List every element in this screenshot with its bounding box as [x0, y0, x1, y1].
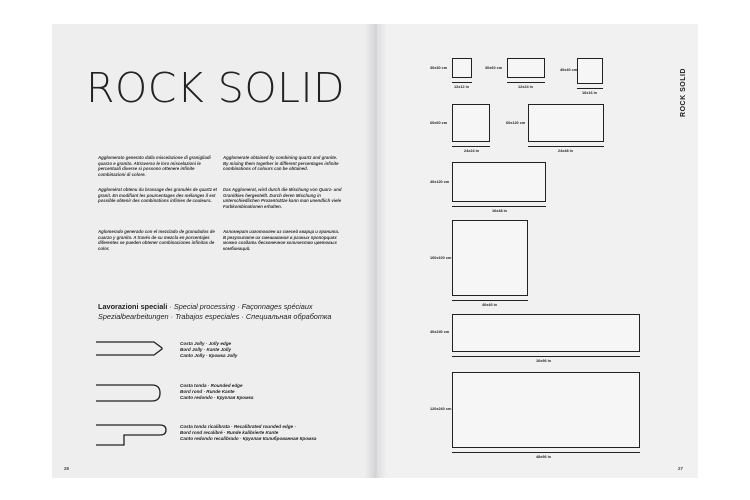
format-8-bottom: 16x96 in	[536, 359, 551, 363]
processing-item-jolly-line3: Canto Jolly · Кромка Jolly	[180, 353, 238, 358]
format-1-dimline	[452, 82, 472, 83]
format-tile-6	[452, 162, 546, 202]
format-tile-9	[452, 372, 640, 448]
format-2-dimline	[507, 82, 545, 83]
processing-item-jolly-line1: Costa Jolly · Jolly edge	[180, 341, 232, 346]
processing-heading-line2: Spezialbearbeitungen · Trabajos especial…	[98, 312, 332, 321]
text-en: Agglomerate obtained by combining quartz…	[223, 155, 339, 172]
rounded-edge-profile-icon	[96, 384, 161, 402]
format-tile-1	[452, 58, 472, 78]
format-3-dimline	[577, 88, 603, 89]
format-9-bottom: 48x96 in	[536, 455, 551, 459]
recalibrated-edge-profile-icon	[96, 424, 167, 446]
processing-heading-rest: · Special processing · Façonnages spécia…	[167, 302, 313, 311]
format-1-side: 30x30 cm	[430, 66, 448, 70]
format-5-dimline	[528, 146, 604, 147]
format-8-side: 40x240 cm	[430, 330, 450, 334]
format-tile-2	[507, 58, 545, 78]
format-9-side: 120x240 cm	[430, 407, 452, 411]
format-7-side: 100x100 cm	[430, 256, 452, 260]
processing-item-jolly: Costa Jolly · Jolly edge Bord Jolly · Ka…	[180, 341, 360, 359]
format-5-bottom: 24x48 in	[558, 149, 573, 153]
format-5-side: 60x120 cm	[506, 121, 526, 125]
format-6-side: 40x120 cm	[430, 180, 450, 184]
format-6-dimline	[452, 206, 546, 207]
jolly-edge-profile-icon	[96, 341, 163, 356]
format-4-bottom: 24x24 in	[464, 149, 479, 153]
format-2-side: 30x60 cm	[485, 66, 503, 70]
format-4-side: 60x60 cm	[430, 121, 448, 125]
processing-item-rounded-line3: Canto redondo · Круглая Кромка	[180, 395, 254, 400]
format-tile-8	[452, 314, 640, 352]
page-gutter	[365, 24, 387, 478]
processing-item-recalibrated: Costa tonda ricalibrata · Recalibrated r…	[180, 424, 360, 442]
processing-item-rounded: Costa tonda · Rounded edge Bord rond · R…	[180, 383, 360, 401]
processing-item-recalibrated-line1: Costa tonda ricalibrata · Recalibrated r…	[180, 424, 296, 429]
processing-item-recalibrated-line3: Canto redondo recalibrado · Круглая Кали…	[180, 436, 317, 441]
format-tile-4	[452, 104, 490, 142]
format-tile-5	[528, 104, 604, 142]
page-title: ROCK SOLID	[86, 64, 346, 112]
format-8-dimline	[452, 356, 640, 357]
format-7-bottom: 40x40 in	[482, 303, 497, 307]
format-3-side: 40x40 cm	[560, 68, 578, 72]
side-label: ROCK SOLID	[680, 68, 687, 117]
format-2-bottom: 12x24 in	[518, 85, 533, 89]
page-number-left: 26	[64, 466, 70, 471]
format-1-bottom: 12x12 in	[454, 85, 469, 89]
text-ru: Агломерат изготовлен из смесей кварца и …	[223, 229, 340, 251]
format-3-bottom: 16x16 in	[582, 91, 597, 95]
format-9-dimline	[452, 452, 640, 453]
processing-heading-bold: Lavorazioni speciali	[98, 302, 168, 311]
format-tile-3	[577, 58, 603, 84]
page-number-right: 27	[678, 466, 684, 471]
format-6-bottom: 16x48 in	[492, 209, 507, 213]
processing-item-jolly-line2: Bord Jolly · Kante Jolly	[180, 347, 232, 352]
format-tile-7	[452, 220, 528, 296]
format-4-dimline	[452, 146, 490, 147]
processing-item-recalibrated-line2: Bord rond recalibré · Runde kalibrierte …	[180, 430, 279, 435]
brochure-spread: ROCK SOLID Agglomerato generato dalla mi…	[52, 24, 698, 478]
processing-item-rounded-line2: Bord rond · Runde Kante	[180, 389, 235, 394]
left-page	[52, 24, 375, 478]
text-fr: Agglomérat obtenu du brassage des granul…	[98, 187, 217, 204]
text-it: Agglomerato generato dalla miscelazione …	[98, 155, 211, 177]
processing-heading: Lavorazioni speciali · Special processin…	[98, 302, 368, 322]
text-de: Das Agglomerat, wird durch die Mischung …	[223, 187, 342, 209]
processing-item-rounded-line1: Costa tonda · Rounded edge	[180, 383, 243, 388]
format-7-dimline	[452, 300, 528, 301]
text-es: Aglomerado generado con el mezclado de g…	[98, 229, 215, 251]
